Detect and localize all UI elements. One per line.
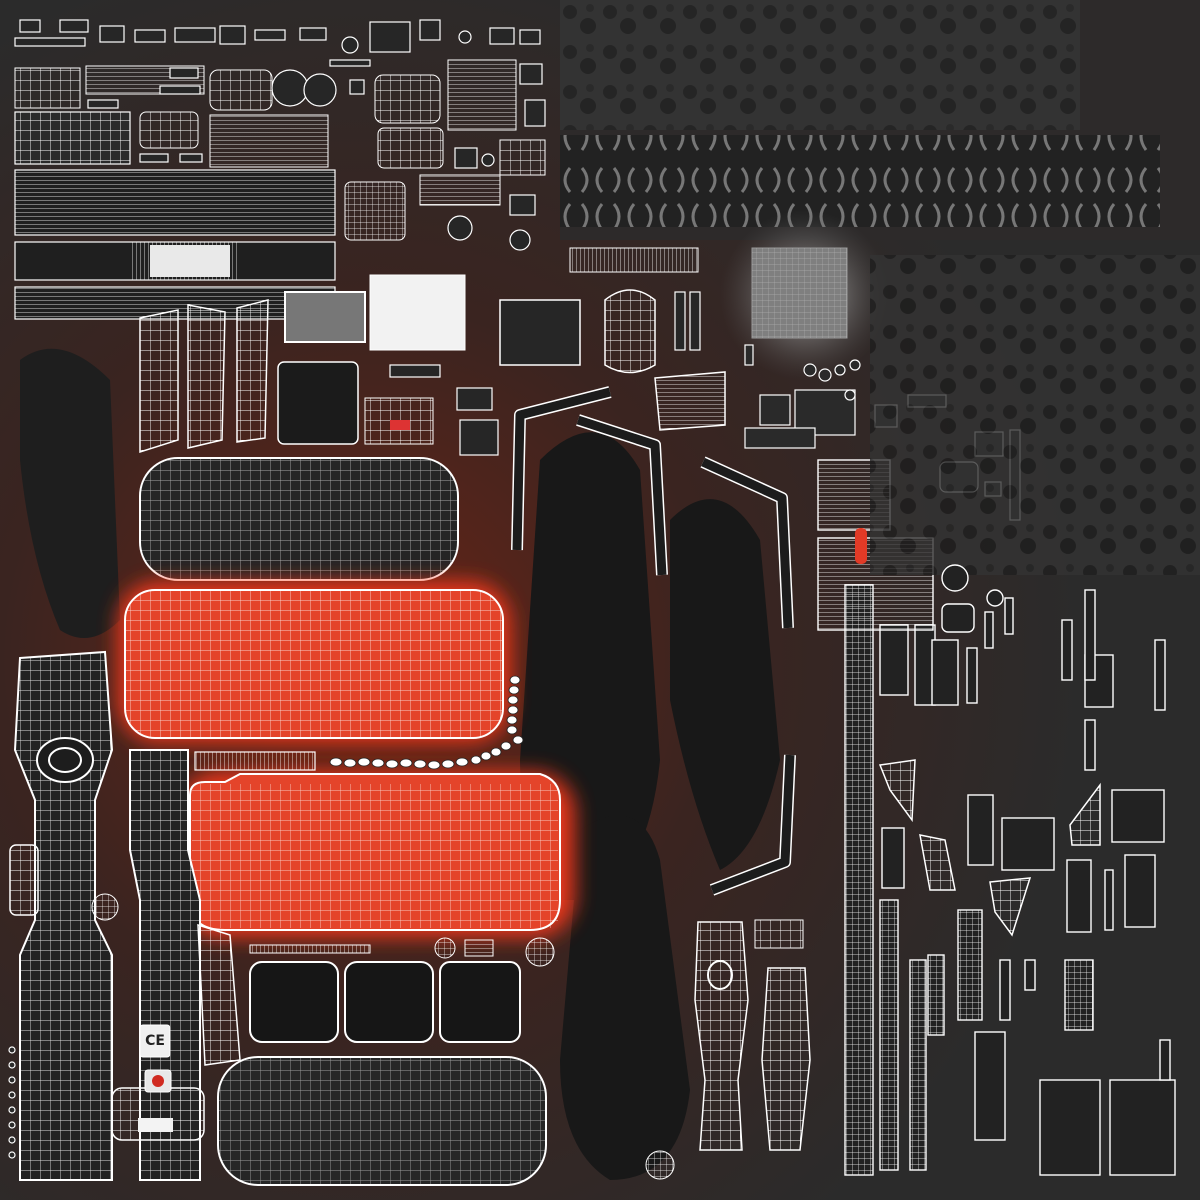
side-panels — [139, 289, 726, 454]
body-panel-orange-lower — [180, 772, 575, 937]
tread-strips — [560, 0, 1160, 227]
ce-sticker-panel — [111, 1024, 205, 1141]
strip-cluster-top-left — [14, 59, 699, 366]
bead-chain — [329, 675, 524, 770]
bottom-center-parts — [197, 923, 675, 1186]
grey-detail-square — [720, 210, 890, 380]
curved-bracket-3 — [989, 877, 1032, 937]
curved-bracket-1 — [878, 759, 916, 823]
leg-parts — [694, 919, 811, 1151]
body-panel-top — [139, 457, 459, 581]
curved-bracket-2 — [919, 834, 956, 891]
dark-bump-region — [870, 255, 1200, 575]
curved-bracket-4 — [1069, 782, 1101, 846]
small-piece-grid — [14, 19, 701, 456]
body-panel-orange-upper — [118, 582, 510, 742]
small-round-pieces — [8, 1046, 16, 1159]
rear-part-column — [9, 650, 201, 1181]
